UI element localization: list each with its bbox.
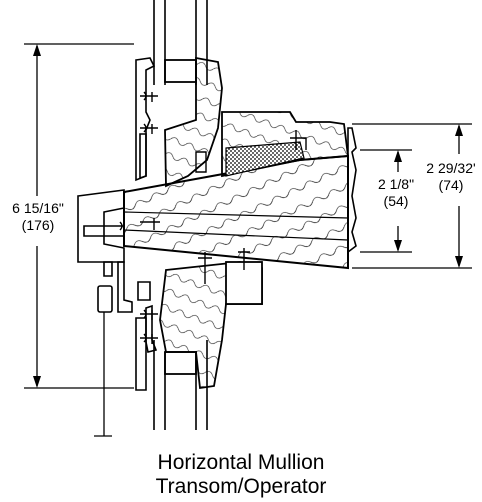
dimension-extension: [94, 312, 112, 437]
dimension-inner-metric: (54): [383, 193, 409, 209]
upper-sash-wood: [164, 56, 223, 188]
caption-line-2: Transom/Operator: [155, 475, 327, 498]
fasteners: [119, 91, 307, 344]
caption-line-1: Horizontal Mullion: [157, 451, 325, 474]
dimension-inner-label: 2 1/8" (54): [368, 176, 424, 210]
dimension-overall-metric: (176): [21, 217, 55, 233]
dimension-overall-label: 6 15/16" (176): [2, 200, 74, 234]
dimension-overall: [24, 43, 134, 389]
dimension-outer-imperial: 2 29/32': [426, 160, 476, 176]
insulation-strip: [225, 141, 305, 177]
dimension-outer-label: 2 29/32' (74): [420, 160, 482, 194]
dimension-inner: [360, 149, 412, 253]
aluminum-extrusion: [77, 57, 158, 391]
dimension-outer: [352, 123, 472, 269]
dimension-outer-metric: (74): [438, 177, 464, 193]
exterior-trim: [347, 127, 357, 254]
dimension-inner-imperial: 2 1/8": [377, 176, 415, 192]
dimension-overall-imperial: 6 15/16": [12, 200, 64, 216]
